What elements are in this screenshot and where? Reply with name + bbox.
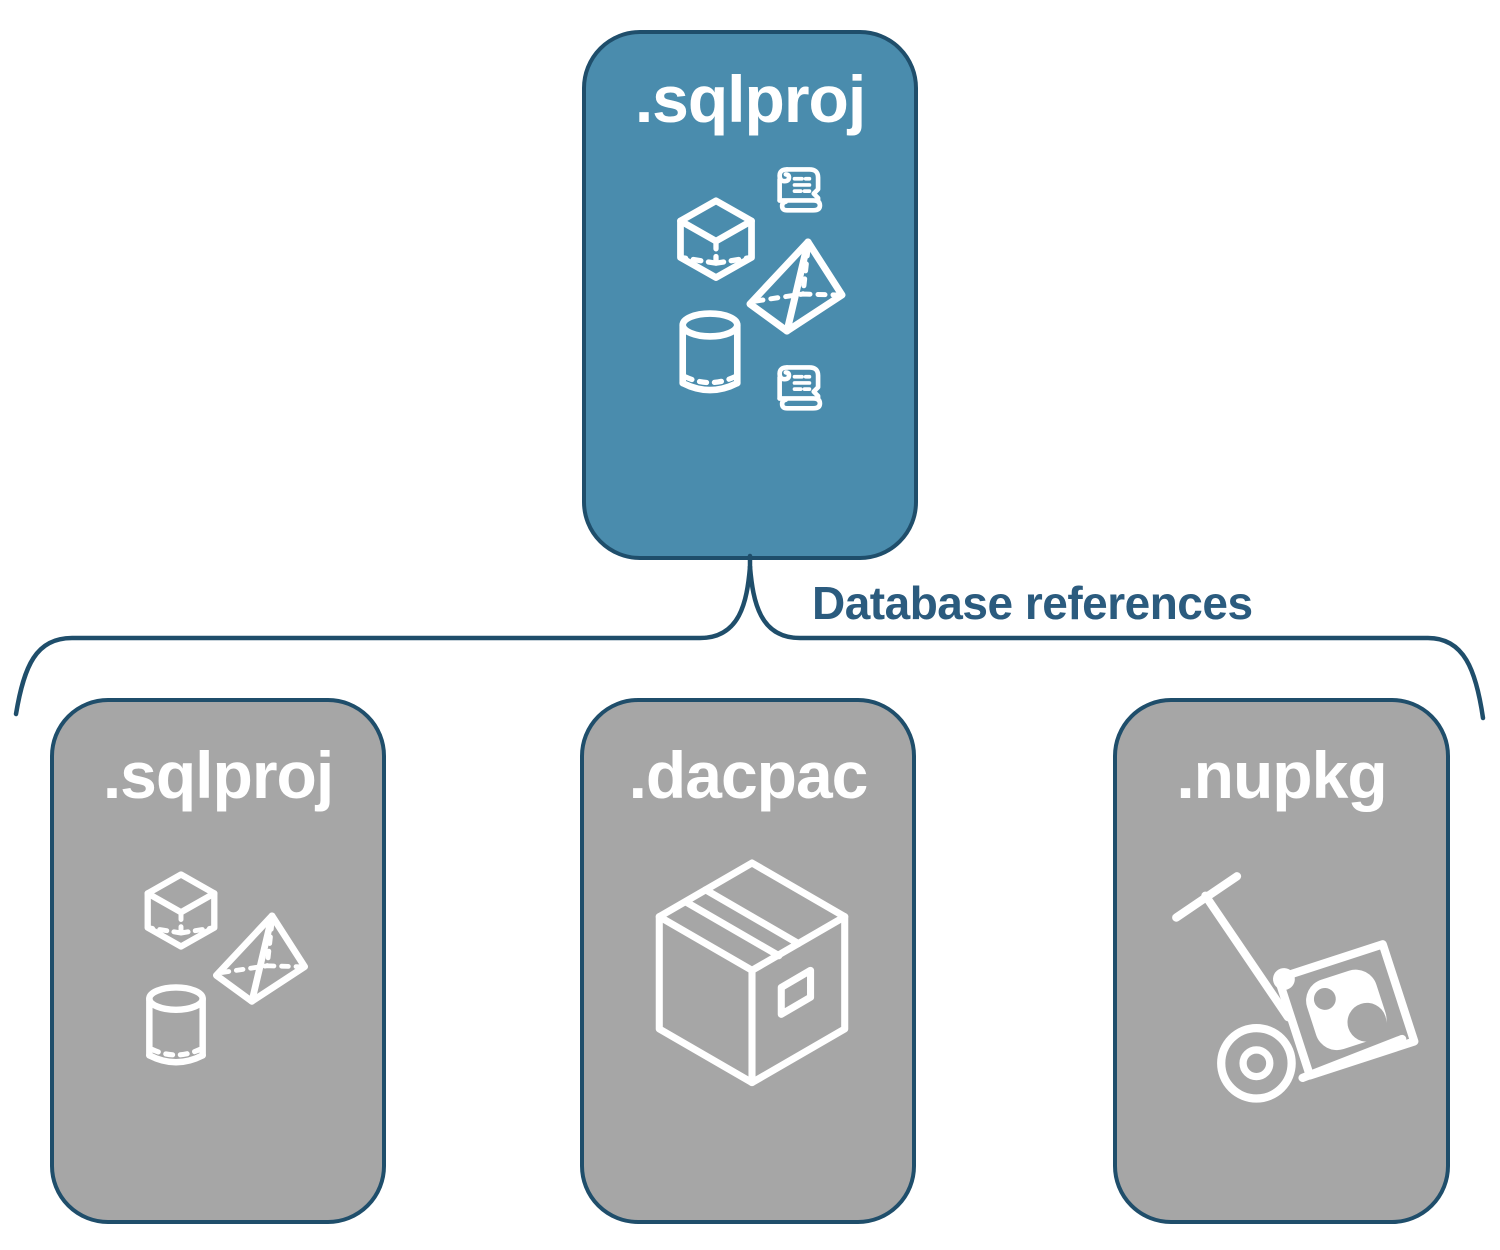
cylinder-icon [674, 310, 746, 398]
card-title: .sqlproj [102, 738, 334, 812]
scroll-icon [766, 162, 828, 224]
pyramid-icon [208, 912, 313, 1008]
cylinder-icon [141, 984, 211, 1070]
card-title: .dacpac [628, 738, 869, 812]
card-title: .sqlproj [634, 62, 866, 136]
connector-label: Database references [812, 577, 1253, 629]
pyramid-icon [742, 238, 850, 338]
card-title: .nupkg [1176, 738, 1387, 812]
card-nupkg-target: .nupkg [1113, 698, 1450, 1224]
card-sqlproj-source: .sqlproj [582, 30, 918, 560]
scroll-icon [766, 360, 828, 422]
hand-truck-package-icon [1169, 854, 1424, 1122]
card-dacpac-target: .dacpac [580, 698, 916, 1224]
card-sqlproj-target: .sqlproj [50, 698, 386, 1224]
package-box-icon [630, 842, 874, 1128]
